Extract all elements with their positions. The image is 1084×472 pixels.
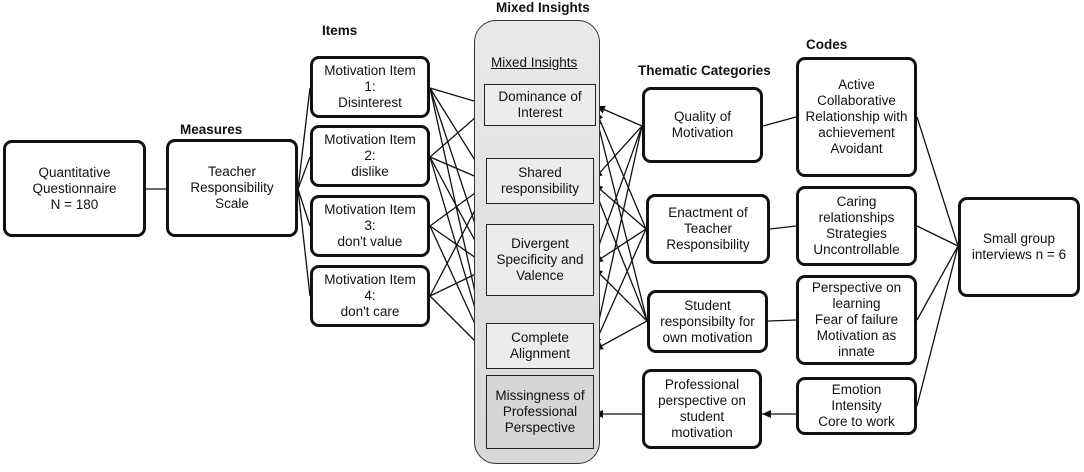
- codes-professional-box: Emotion Intensity Core to work: [796, 377, 917, 435]
- arrow-theme2-dominance: [595, 110, 647, 230]
- arrow-theme1-divergent: [593, 125, 643, 260]
- measure-teacher-responsibility-box: Teacher Responsibility Scale: [166, 139, 298, 237]
- theme-quality-of-motivation-box: Quality of Motivation: [642, 87, 763, 163]
- link-theme1-code1: [762, 116, 797, 127]
- motivation-item-4-box: Motivation Item 4: don't care: [310, 265, 430, 327]
- link-measure-item2: [297, 156, 311, 190]
- link-code2-interviews: [916, 225, 959, 247]
- header-measures: Measures: [180, 122, 243, 137]
- link-code4-interviews: [916, 245, 959, 407]
- arrow-theme3-alignment: [593, 320, 648, 351]
- codes-student-responsibility-box: Perspective on learning Fear of failure …: [796, 275, 917, 365]
- arrow-theme2-divergent: [593, 228, 647, 264]
- arrow-theme3-divergent: [593, 267, 648, 322]
- motivation-item-3-box: Motivation Item 3: don't value: [310, 195, 430, 257]
- link-measure-item4: [297, 188, 311, 297]
- codes-enactment-box: Caring relationships Strategies Uncontro…: [796, 186, 917, 266]
- link-theme3-code3: [767, 319, 797, 322]
- insight-shared-responsibility: Shared responsibility: [486, 158, 594, 204]
- arrow-theme2-shared: [593, 183, 647, 230]
- insight-missingness-professional-perspective: Missingness of Professional Perspective: [486, 375, 594, 449]
- theme-professional-perspective-box: Professional perspective on student moti…: [642, 369, 762, 449]
- small-group-interviews-box: Small group interviews n = 6: [958, 197, 1080, 297]
- arrow-theme1-shared: [593, 125, 643, 180]
- header-codes: Codes: [806, 37, 848, 52]
- insight-divergent-specificity-valence: Divergent Specificity and Valence: [486, 224, 594, 296]
- arrow-theme2-alignment: [593, 228, 647, 347]
- motivation-item-1-box: Motivation Item 1: Disinterest: [310, 56, 430, 118]
- codes-quality-box: Active Collaborative Relationship with a…: [796, 57, 917, 177]
- quantitative-questionnaire-box: Quantitative Questionnaire N = 180: [3, 140, 146, 237]
- arrow-theme1-dominance: [595, 105, 643, 127]
- motivation-item-2-box: Motivation Item 2: dislike: [310, 125, 430, 187]
- link-theme2-code2: [769, 225, 797, 230]
- insight-dominance-of-interest: Dominance of Interest: [484, 84, 596, 126]
- link-code1-interviews: [916, 116, 959, 247]
- arrow-theme1-alignment: [592, 125, 643, 344]
- mixed-insights-panel-label: Mixed Insights: [491, 55, 578, 70]
- arrow-theme3-dominance: [594, 115, 648, 322]
- header-mixed-insights: Mixed Insights: [496, 0, 590, 15]
- header-thematic-categories: Thematic Categories: [638, 63, 771, 78]
- theme-enactment-teacher-responsibility-box: Enactment of Teacher Responsibility: [646, 194, 770, 264]
- theme-student-responsibility-box: Student responsibilty for own motivation: [647, 290, 768, 353]
- link-measure-item3: [297, 188, 311, 227]
- link-measure-item1: [297, 87, 311, 190]
- link-code3-interviews: [916, 245, 959, 321]
- header-items: Items: [322, 23, 358, 38]
- insight-complete-alignment: Complete Alignment: [486, 323, 594, 369]
- arrow-theme3-shared: [593, 187, 648, 322]
